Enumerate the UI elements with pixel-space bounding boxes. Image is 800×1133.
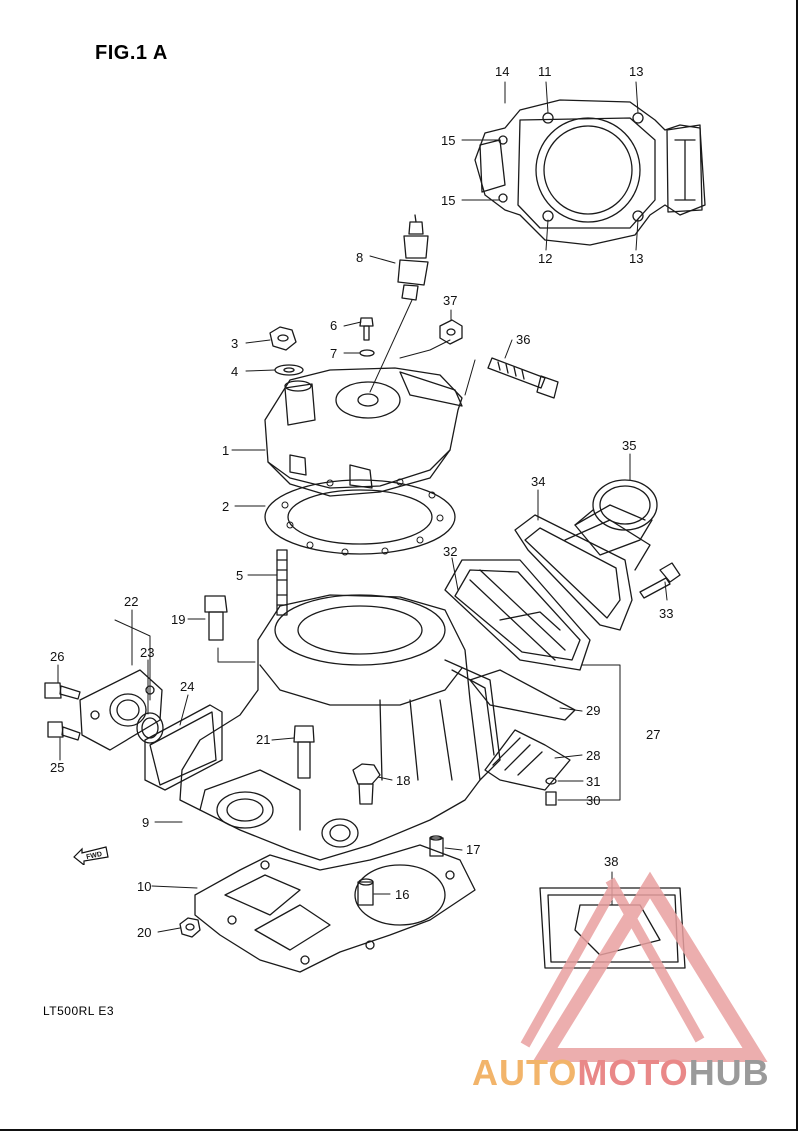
callout: 4 — [231, 364, 238, 379]
leader-lines — [57, 81, 668, 933]
callout: 37 — [443, 293, 457, 308]
callout: 16 — [395, 887, 409, 902]
callout: 8 — [356, 250, 363, 265]
callout: 38 — [604, 854, 618, 869]
callout: 5 — [236, 568, 243, 583]
callout: 2 — [222, 499, 229, 514]
callout: 13 — [629, 64, 643, 79]
callout: 19 — [171, 612, 185, 627]
model-code: LT500RL E3 — [43, 1004, 115, 1018]
watermark-text: AUTOMOTOHUB — [472, 1052, 770, 1094]
base-gasket — [194, 844, 476, 973]
fwd-label: FWD — [86, 851, 103, 861]
callout: 7 — [330, 346, 337, 361]
callout: 15 — [441, 193, 455, 208]
watermark-part-moto: MOTO — [577, 1052, 689, 1093]
callout: 17 — [466, 842, 480, 857]
callout: 26 — [50, 649, 64, 664]
callout: 15 — [441, 133, 455, 148]
bolt-21 — [293, 725, 315, 779]
callout: 36 — [516, 332, 530, 347]
callout: 14 — [495, 64, 509, 79]
bolt-33 — [639, 562, 681, 599]
exhaust-flange — [44, 669, 223, 791]
long-bolt — [487, 357, 559, 399]
callout: 11 — [538, 64, 552, 79]
callout: 35 — [622, 438, 636, 453]
nut-18 — [352, 763, 381, 805]
stud-bolt — [276, 549, 288, 616]
bolt-19 — [204, 595, 228, 641]
cylinder-top-view — [474, 99, 706, 246]
callout: 10 — [137, 879, 151, 894]
intake-boot — [574, 479, 658, 556]
callout-labels: 14 11 13 15 15 12 13 8 37 6 36 3 7 4 1 3… — [50, 64, 673, 940]
callout: 25 — [50, 760, 64, 775]
watermark-part-auto: AUTO — [472, 1052, 578, 1093]
callout: 33 — [659, 606, 673, 621]
callout: 13 — [629, 251, 643, 266]
callout: 30 — [586, 793, 600, 808]
watermark-part-hub: HUB — [688, 1052, 770, 1093]
callout: 1 — [222, 443, 229, 458]
cylinder-head — [264, 367, 463, 497]
callout: 6 — [330, 318, 337, 333]
head-gasket — [264, 478, 456, 556]
callout: 24 — [180, 679, 194, 694]
figure-title: FIG.1 A — [95, 42, 168, 64]
callout: 32 — [443, 544, 457, 559]
callout: 23 — [140, 645, 154, 660]
callout: 28 — [586, 748, 600, 763]
callout: 27 — [646, 727, 660, 742]
callout: 31 — [586, 774, 600, 789]
callout: 18 — [396, 773, 410, 788]
fwd-arrow-icon: FWD — [73, 846, 109, 865]
callout: 29 — [586, 703, 600, 718]
cylinder-block — [179, 594, 501, 861]
callout: 20 — [137, 925, 151, 940]
dowel-pins — [179, 835, 444, 938]
callout: 12 — [538, 251, 552, 266]
fasteners-top — [269, 317, 463, 376]
reed-valve-assembly — [444, 504, 651, 791]
spark-plug — [397, 214, 429, 301]
callout: 3 — [231, 336, 238, 351]
callout: 22 — [124, 594, 138, 609]
callout: 34 — [531, 474, 545, 489]
watermark-logo — [520, 871, 768, 1062]
callout: 21 — [256, 732, 270, 747]
screw-30-31 — [545, 777, 557, 806]
callout: 9 — [142, 815, 149, 830]
